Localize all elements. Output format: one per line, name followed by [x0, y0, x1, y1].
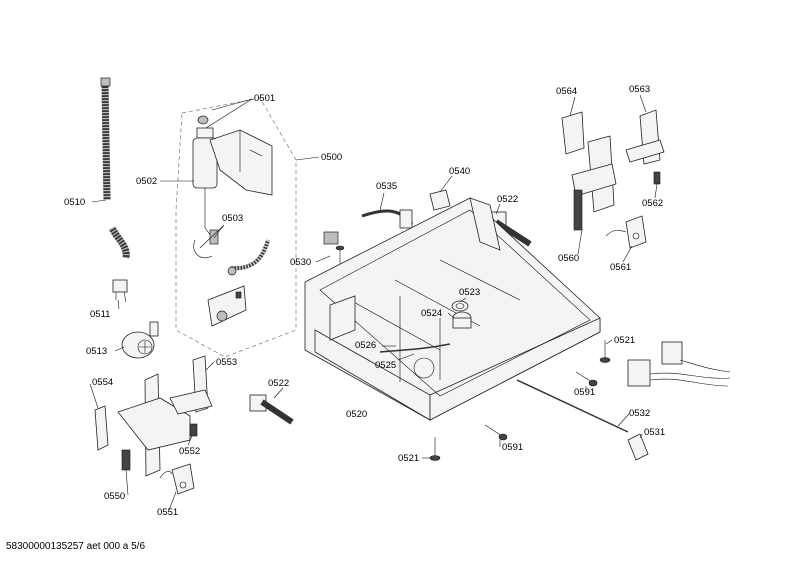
base-tray-0520	[304, 197, 601, 421]
label-0532: 0532	[629, 408, 651, 419]
label-0561: 0561	[610, 262, 632, 273]
label-0511: 0511	[90, 309, 111, 320]
label-0521-bottom: 0521	[398, 453, 420, 464]
cover-0554	[94, 405, 109, 451]
label-0550: 0550	[104, 491, 126, 502]
connector-0535	[361, 209, 414, 229]
switch-0562	[653, 171, 661, 185]
screw-0591-bottom	[484, 424, 508, 441]
label-0524: 0524	[421, 308, 443, 319]
clip-0511	[112, 279, 128, 303]
document-footer: 58300000135257 aet 000 a 5/6	[6, 541, 146, 552]
cup-0524	[452, 311, 472, 329]
switch-0552	[189, 423, 198, 437]
label-0554: 0554	[92, 377, 114, 388]
label-0520: 0520	[346, 409, 368, 420]
label-0523: 0523	[459, 287, 481, 298]
label-0502: 0502	[136, 176, 158, 187]
motor-0513	[121, 321, 159, 359]
corrugated-hose-0510	[100, 77, 130, 259]
label-0562: 0562	[642, 198, 664, 209]
label-0503: 0503	[222, 213, 244, 224]
label-0530: 0530	[290, 257, 312, 268]
valve-assembly-0502	[192, 115, 273, 259]
sensor-0551	[159, 463, 195, 495]
harness-0522-left	[249, 394, 294, 425]
assembly-0500-boundary	[175, 97, 297, 358]
label-0591-bottom: 0591	[502, 442, 524, 453]
screw-0591-top	[575, 371, 598, 387]
bracket-0500	[207, 285, 247, 327]
harness-right	[627, 341, 731, 387]
label-0551: 0551	[157, 507, 179, 518]
label-0521-top: 0521	[614, 335, 636, 346]
label-0540: 0540	[449, 166, 471, 177]
label-0563: 0563	[629, 84, 651, 95]
bracket-0563	[625, 109, 665, 165]
label-0501: 0501	[254, 93, 276, 104]
label-0510: 0510	[64, 197, 86, 208]
rod-0532	[516, 379, 629, 433]
label-0564: 0564	[556, 86, 578, 97]
screw-0521-bottom	[429, 437, 441, 461]
label-0522-left: 0522	[268, 378, 290, 389]
cap-0531	[627, 433, 649, 461]
connector-0540	[429, 189, 451, 211]
wire-0526	[379, 343, 451, 353]
wire-0503	[227, 239, 270, 276]
label-0522-right: 0522	[497, 194, 519, 205]
bracket-0560	[571, 135, 617, 231]
label-0513: 0513	[86, 346, 108, 357]
label-0526: 0526	[355, 340, 377, 351]
bracket-0553	[169, 355, 213, 415]
gasket-0523	[451, 300, 469, 312]
label-0500: 0500	[321, 152, 343, 163]
leader-lines	[89, 94, 658, 511]
label-0525: 0525	[375, 360, 397, 371]
label-0552: 0552	[179, 446, 201, 457]
sensor-0561	[605, 215, 647, 249]
label-0553: 0553	[216, 357, 238, 368]
screw-0521-top	[599, 340, 611, 363]
bracket-0550	[117, 373, 191, 477]
label-0531: 0531	[644, 427, 666, 438]
bracket-0564	[561, 111, 585, 155]
label-0560: 0560	[558, 253, 580, 264]
label-0535: 0535	[376, 181, 398, 192]
label-0591-top: 0591	[574, 387, 596, 398]
block-0530	[323, 231, 345, 268]
